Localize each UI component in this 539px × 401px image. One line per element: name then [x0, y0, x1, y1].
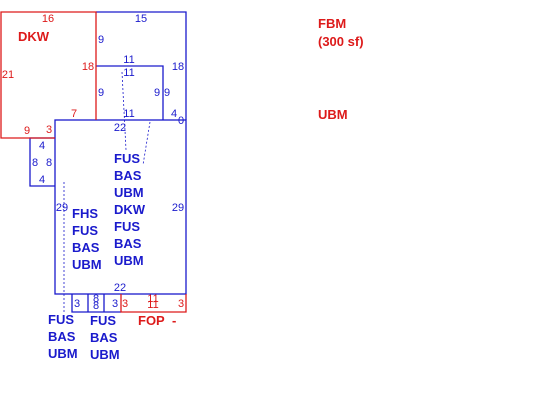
- upper-wall-outline: [96, 11, 187, 120]
- dim-side-4: 4: [171, 108, 177, 120]
- dim-bump-top: 4: [39, 140, 45, 152]
- fop-trailing-mark: -: [172, 313, 176, 328]
- dim-fop-11b: 11: [147, 299, 158, 311]
- dim-dkw-bottom-mid: 3: [46, 124, 52, 136]
- legend-fbm-area: (300 sf): [318, 34, 364, 49]
- dim-inner-bottom: 11: [123, 108, 134, 120]
- area-label-center-3: DKW: [114, 202, 146, 217]
- area-stack-center: FUS BAS UBM DKW FUS BAS UBM: [114, 151, 146, 268]
- legend-fbm-label: FBM: [318, 16, 346, 31]
- dim-side-0: 0: [178, 115, 184, 127]
- dim-upper-left: 9: [98, 34, 104, 46]
- dim-inner-top-a: 11: [123, 54, 134, 66]
- blue-outlines: [29, 11, 187, 313]
- area-label-bottom-left-0: FUS: [48, 312, 74, 327]
- area-label-center-6: UBM: [114, 253, 144, 268]
- area-stack-left: FHS FUS BAS UBM: [72, 206, 102, 272]
- dim-bot-3a: 3: [74, 298, 80, 310]
- dim-bump-left: 8: [32, 157, 38, 169]
- dim-main-top: 22: [114, 122, 126, 134]
- dim-dkw-bottom-right: 7: [71, 108, 77, 120]
- dotted-guide-1: [121, 71, 127, 151]
- dim-inner-left: 9: [98, 87, 104, 99]
- area-label-left-2: BAS: [72, 240, 100, 255]
- dim-dkw-bottom-left: 9: [24, 125, 30, 137]
- dotted-guide-2: [142, 121, 151, 166]
- area-label-center-5: BAS: [114, 236, 142, 251]
- dim-bump-bottom: 4: [39, 174, 45, 186]
- dim-main-bottom: 22: [114, 282, 126, 294]
- area-label-bottom-mid-1: BAS: [90, 330, 118, 345]
- legend-ubm-label: UBM: [318, 107, 348, 122]
- dim-dkw-left: 21: [2, 69, 14, 81]
- dim-fop-3b: 3: [178, 298, 184, 310]
- dim-main-left: 29: [56, 202, 68, 214]
- area-stack-bottom-mid: FUS BAS UBM: [90, 313, 120, 362]
- dim-fop-11a: 11: [147, 293, 158, 305]
- area-label-fop: FOP: [138, 313, 165, 328]
- area-label-center-1: BAS: [114, 168, 142, 183]
- dim-dkw-right: 18: [82, 61, 94, 73]
- area-label-bottom-mid-0: FUS: [90, 313, 116, 328]
- area-label-dkw: DKW: [18, 29, 50, 44]
- area-label-center-4: FUS: [114, 219, 140, 234]
- dimension-labels: 16 21 9 3 7 18 15 9 18 11 11 9 9 9 11 4 …: [2, 13, 184, 312]
- area-label-center-0: FUS: [114, 151, 140, 166]
- area-label-left-3: UBM: [72, 257, 102, 272]
- area-label-center-2: UBM: [114, 185, 144, 200]
- dim-bot-8a: 8: [93, 293, 99, 305]
- area-label-left-1: FUS: [72, 223, 98, 238]
- area-stack-bottom-left: FUS BAS UBM: [48, 312, 78, 361]
- inner-room-outline: [96, 65, 164, 120]
- dim-fop-3a: 3: [122, 298, 128, 310]
- fop-outline: [120, 294, 187, 313]
- area-label-bottom-left-1: BAS: [48, 329, 76, 344]
- dim-bot-8b: 8: [93, 300, 99, 312]
- area-labels: DKW FOP - FUS BAS UBM DKW FUS BAS UBM FHS FUS BA…: [18, 29, 176, 362]
- dim-inner-right-a: 9: [154, 87, 160, 99]
- bottom-strip-outline: [71, 294, 121, 313]
- dim-inner-right-b: 9: [164, 87, 170, 99]
- legend: FBM (300 sf) UBM: [318, 16, 364, 122]
- dim-main-right: 29: [172, 202, 184, 214]
- dim-dkw-top: 16: [42, 13, 54, 25]
- red-outlines: [0, 11, 187, 313]
- dim-inner-top-b: 11: [123, 67, 134, 79]
- area-label-bottom-mid-2: UBM: [90, 347, 120, 362]
- dim-bump-right: 8: [46, 157, 52, 169]
- dim-bot-3b: 3: [112, 298, 118, 310]
- dkw-outline: [0, 11, 97, 139]
- area-label-left-0: FHS: [72, 206, 98, 221]
- area-label-bottom-left-2: UBM: [48, 346, 78, 361]
- dim-upper-right: 18: [172, 61, 184, 73]
- dim-top-wide: 15: [135, 13, 147, 25]
